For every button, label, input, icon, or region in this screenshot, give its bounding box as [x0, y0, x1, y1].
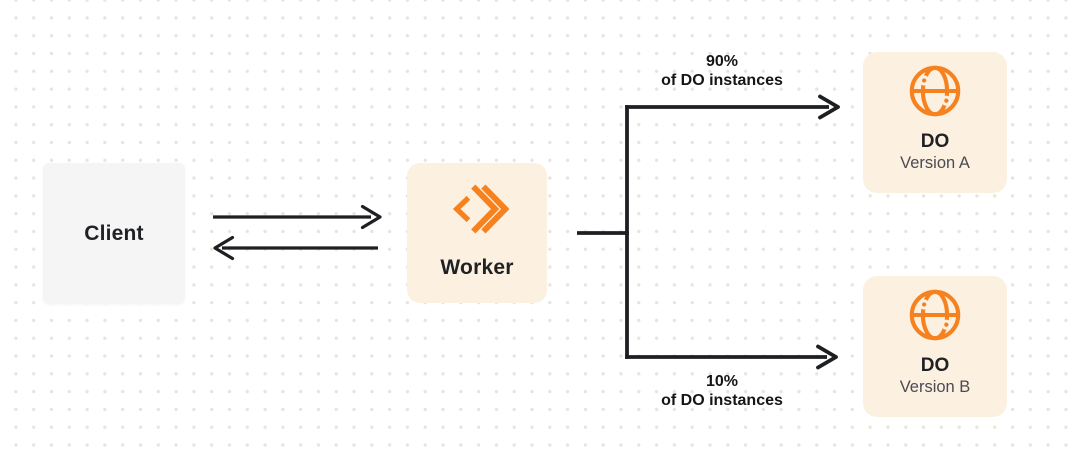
node-do-version-a: DO Version A: [863, 52, 1007, 193]
do-b-sublabel: Version B: [899, 378, 971, 396]
node-do-version-b: DO Version B: [863, 276, 1007, 417]
edge-label-version-b-split: 10% of DO instances: [612, 372, 832, 410]
cloudflare-workers-icon: [445, 179, 509, 239]
percent-a-text: 90%: [705, 53, 739, 70]
arrow-to-do-version-b: [625, 344, 838, 370]
node-client: Client: [43, 163, 185, 304]
do-a-label: DO: [920, 131, 950, 152]
arrow-client-to-worker: [213, 204, 382, 230]
node-worker: Worker: [407, 163, 547, 303]
split-junction-line: [577, 105, 629, 359]
durable-object-globe-icon: [906, 286, 964, 344]
percent-b-text: 10%: [705, 373, 739, 390]
worker-label: Worker: [440, 256, 514, 279]
do-a-sublabel: Version A: [900, 154, 970, 172]
arrow-to-do-version-a: [625, 94, 840, 120]
do-b-label: DO: [920, 355, 950, 376]
durable-object-globe-icon: [906, 62, 964, 120]
edge-label-version-a-split: 90% of DO instances: [612, 52, 832, 90]
arrow-worker-to-client: [213, 235, 378, 261]
client-label: Client: [84, 221, 144, 245]
caption-a-text: of DO instances: [661, 72, 783, 89]
caption-b-text: of DO instances: [661, 392, 783, 409]
